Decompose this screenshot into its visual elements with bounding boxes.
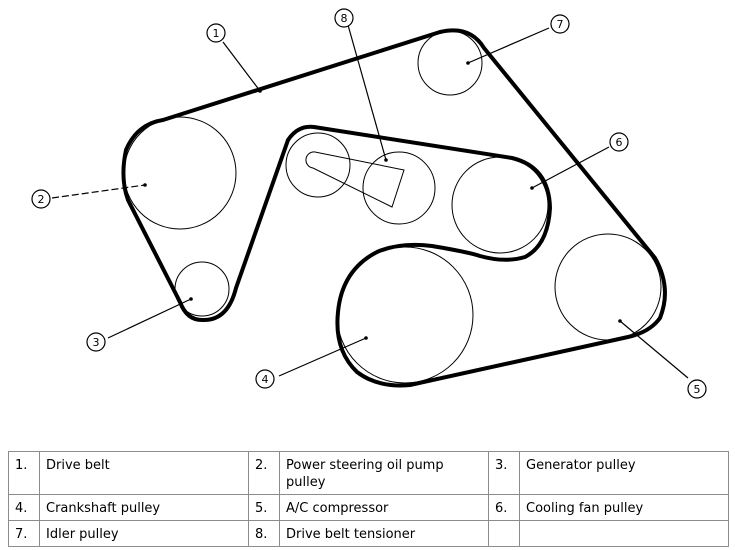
- legend-number: 5.: [248, 494, 280, 521]
- tensioner-pulley: [362, 151, 436, 225]
- legend-row: 1. Drive belt 2. Power steering oil pump…: [8, 451, 729, 495]
- ac-compressor-pulley: [554, 233, 662, 341]
- callout-number-8: 8: [341, 12, 348, 25]
- legend-number: 4.: [8, 494, 40, 521]
- callout-number-4: 4: [262, 373, 269, 386]
- legend-number: [488, 520, 520, 547]
- belt-routing-diagram: 1 2 3 4 5 6 7 8: [31, 8, 707, 399]
- leader-line-7: [467, 27, 550, 64]
- legend-label: Crankshaft pulley: [39, 494, 249, 521]
- callout-number-7: 7: [557, 18, 564, 31]
- legend-label: [519, 520, 729, 547]
- leader-line-4: [278, 337, 367, 377]
- callout-circle-2: [31, 189, 51, 209]
- callout-circle-5: [687, 379, 707, 399]
- callout-number-2: 2: [38, 193, 45, 206]
- callout-circle-7: [550, 14, 570, 34]
- legend-row: 4. Crankshaft pulley 5. A/C compressor 6…: [8, 494, 729, 521]
- leader-line-1: [222, 41, 261, 92]
- callout-number-1: 1: [213, 27, 220, 40]
- callout-circle-6: [609, 132, 629, 152]
- callout-number-3: 3: [93, 336, 100, 349]
- legend-number: 6.: [488, 494, 520, 521]
- legend-label: A/C compressor: [279, 494, 489, 521]
- legend-label: Drive belt tensioner: [279, 520, 489, 547]
- tensioner-arm: [305, 151, 405, 208]
- legend-number: 7.: [8, 520, 40, 547]
- leader-line-2: [51, 184, 146, 199]
- legend-label: Idler pulley: [39, 520, 249, 547]
- leader-line-3: [107, 298, 192, 339]
- legend-label: Power steering oil pump pulley: [279, 451, 489, 495]
- callout-circle-3: [86, 332, 106, 352]
- idler-pulley: [417, 30, 483, 96]
- callout-number-6: 6: [616, 136, 623, 149]
- legend-number: 1.: [8, 451, 40, 495]
- legend-number: 8.: [248, 520, 280, 547]
- legend-row: 7. Idler pulley 8. Drive belt tensioner: [8, 520, 729, 547]
- leader-line-8: [347, 24, 387, 161]
- power-steering-pulley: [123, 116, 237, 230]
- callout-number-5: 5: [694, 383, 701, 396]
- callout-circle-4: [255, 369, 275, 389]
- drive-belt: [121, 28, 667, 388]
- callout-circle-1: [206, 23, 226, 43]
- cooling-fan-pulley: [451, 156, 549, 254]
- legend-number: 2.: [248, 451, 280, 495]
- legend-number: 3.: [488, 451, 520, 495]
- legend-label: Cooling fan pulley: [519, 494, 729, 521]
- callout-circle-8: [334, 8, 354, 28]
- leader-line-5: [619, 320, 689, 379]
- legend-label: Drive belt: [39, 451, 249, 495]
- leader-line-6: [531, 146, 610, 189]
- tensioner-arm-pulley: [285, 132, 351, 198]
- legend-label: Generator pulley: [519, 451, 729, 495]
- legend-table: 1. Drive belt 2. Power steering oil pump…: [8, 451, 729, 547]
